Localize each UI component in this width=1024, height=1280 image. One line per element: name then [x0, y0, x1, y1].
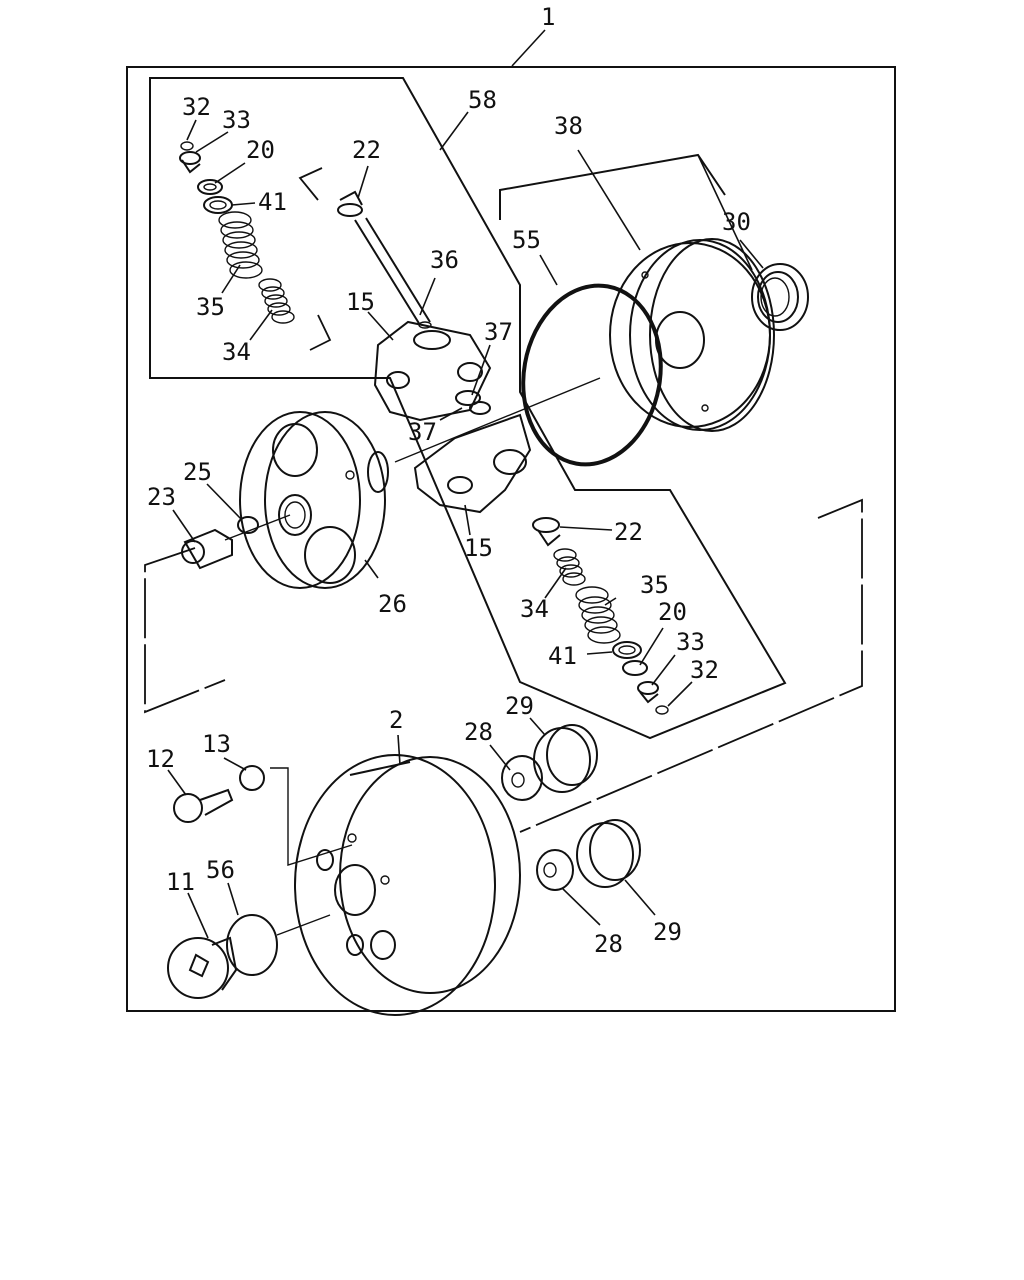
- part-33-top: [179, 151, 201, 174]
- part-28-upper: [501, 755, 543, 801]
- callout-35: 35: [196, 293, 225, 321]
- callout-11: 11: [166, 868, 195, 896]
- callout-15: 15: [346, 288, 375, 316]
- part-37-washers: [455, 390, 491, 415]
- part-12-bolt: [173, 788, 234, 823]
- callout-1: 1: [541, 3, 555, 31]
- right-bracket: [519, 498, 863, 833]
- part-23-plug: [181, 528, 233, 570]
- callout-30: 30: [722, 208, 751, 236]
- outer-frame: [126, 66, 896, 1012]
- callout-32: 32: [690, 656, 719, 684]
- callout-56: 56: [206, 856, 235, 884]
- axis-line-upper: [394, 377, 601, 463]
- callout-20: 20: [658, 598, 687, 626]
- part-41-top: [203, 196, 233, 214]
- part-22-lower: [532, 517, 561, 547]
- callout-55: 55: [512, 226, 541, 254]
- part-25-ring: [237, 516, 259, 534]
- callout-22: 22: [614, 518, 643, 546]
- callout-37: 37: [484, 318, 513, 346]
- assembly-leader: [511, 29, 546, 67]
- callout-23: 23: [147, 483, 176, 511]
- part-41-lower: [612, 641, 642, 659]
- callout-41: 41: [258, 188, 287, 216]
- part-34-spring-lower: [553, 548, 586, 586]
- callout-33: 33: [222, 106, 251, 134]
- callout-58: 58: [468, 86, 497, 114]
- part-13-washer: [239, 765, 265, 791]
- part-56-o-ring: [226, 914, 278, 976]
- callout-38: 38: [554, 112, 583, 140]
- part-20-top: [197, 179, 223, 195]
- part-38-cover-plate: [609, 238, 775, 432]
- callout-35: 35: [640, 571, 669, 599]
- callout-28: 28: [464, 718, 493, 746]
- part-22-top: [337, 190, 363, 217]
- leader-13: [270, 767, 353, 866]
- part-32-top: [180, 141, 194, 151]
- valve-bracket-top: [298, 167, 323, 201]
- axis-line-lower: [224, 514, 291, 541]
- part-26-valve-plate: [239, 411, 389, 589]
- callout-41: 41: [548, 642, 577, 670]
- part-2-pump-housing: [294, 754, 521, 1016]
- callout-33: 33: [676, 628, 705, 656]
- part-32-lower: [655, 705, 669, 715]
- axis-line-plug: [276, 914, 331, 936]
- callout-26: 26: [378, 590, 407, 618]
- callout-28: 28: [594, 930, 623, 958]
- callout-29: 29: [653, 918, 682, 946]
- callout-labels: 1 58 32 33 20 41 35 34 22 36 15 37 37 38…: [146, 3, 751, 958]
- leader-lines: [167, 119, 764, 939]
- part-55-o-ring: [521, 283, 663, 467]
- part-34-spring-top: [258, 278, 295, 324]
- callout-2: 2: [389, 706, 403, 734]
- part-35-spring-lower: [575, 586, 621, 644]
- leader-58: [439, 111, 469, 151]
- part-20-lower: [622, 660, 648, 676]
- part-28-lower: [536, 849, 574, 891]
- callout-34: 34: [520, 595, 549, 623]
- callout-13: 13: [202, 730, 231, 758]
- callout-32: 32: [182, 93, 211, 121]
- subassembly-30-bracket: [499, 153, 726, 220]
- callout-29: 29: [505, 692, 534, 720]
- part-30-seal: [751, 263, 809, 331]
- callout-34: 34: [222, 338, 251, 366]
- callout-37: 37: [408, 418, 437, 446]
- callout-25: 25: [183, 458, 212, 486]
- callout-20: 20: [246, 136, 275, 164]
- callout-22: 22: [352, 136, 381, 164]
- part-11-plug: [167, 936, 238, 999]
- part-33-lower: [637, 681, 659, 704]
- subassembly-58-outline: [149, 77, 787, 740]
- valve-bracket-bottom: [309, 314, 332, 351]
- part-29-lower: [576, 819, 641, 888]
- callout-36: 36: [430, 246, 459, 274]
- part-15-lower-block: [413, 413, 532, 514]
- callout-12: 12: [146, 745, 175, 773]
- part-29-upper: [533, 724, 598, 793]
- part-35-spring-top: [218, 211, 263, 279]
- left-bracket: [144, 547, 226, 714]
- callout-15: 15: [464, 534, 493, 562]
